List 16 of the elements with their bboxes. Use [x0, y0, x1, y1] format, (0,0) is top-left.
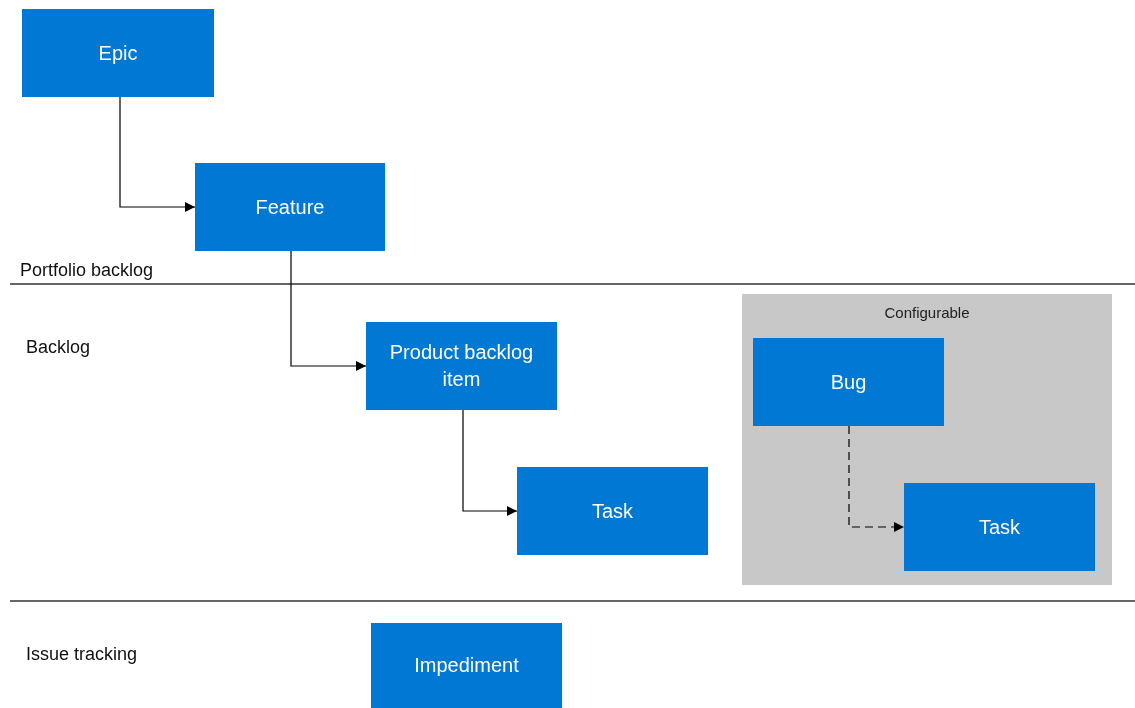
connector-arrow	[462, 409, 518, 516]
work-item-box: Task	[517, 467, 708, 555]
connector-arrow	[290, 250, 367, 371]
connector-arrow	[848, 425, 905, 532]
lane-label: Backlog	[26, 336, 91, 359]
work-item-box: Epic	[22, 9, 214, 97]
work-item-box: Feature	[195, 163, 385, 251]
lane-label: Portfolio backlog	[20, 259, 154, 282]
group-heading: Configurable	[883, 303, 971, 323]
lane-label: Issue tracking	[26, 643, 138, 666]
work-item-box: Task	[904, 483, 1095, 571]
group-panel	[742, 294, 1112, 585]
work-item-box: Product backlog item	[366, 322, 557, 410]
work-item-box: Bug	[753, 338, 944, 426]
work-item-box: Impediment	[371, 623, 562, 708]
connector-arrow	[119, 96, 196, 212]
